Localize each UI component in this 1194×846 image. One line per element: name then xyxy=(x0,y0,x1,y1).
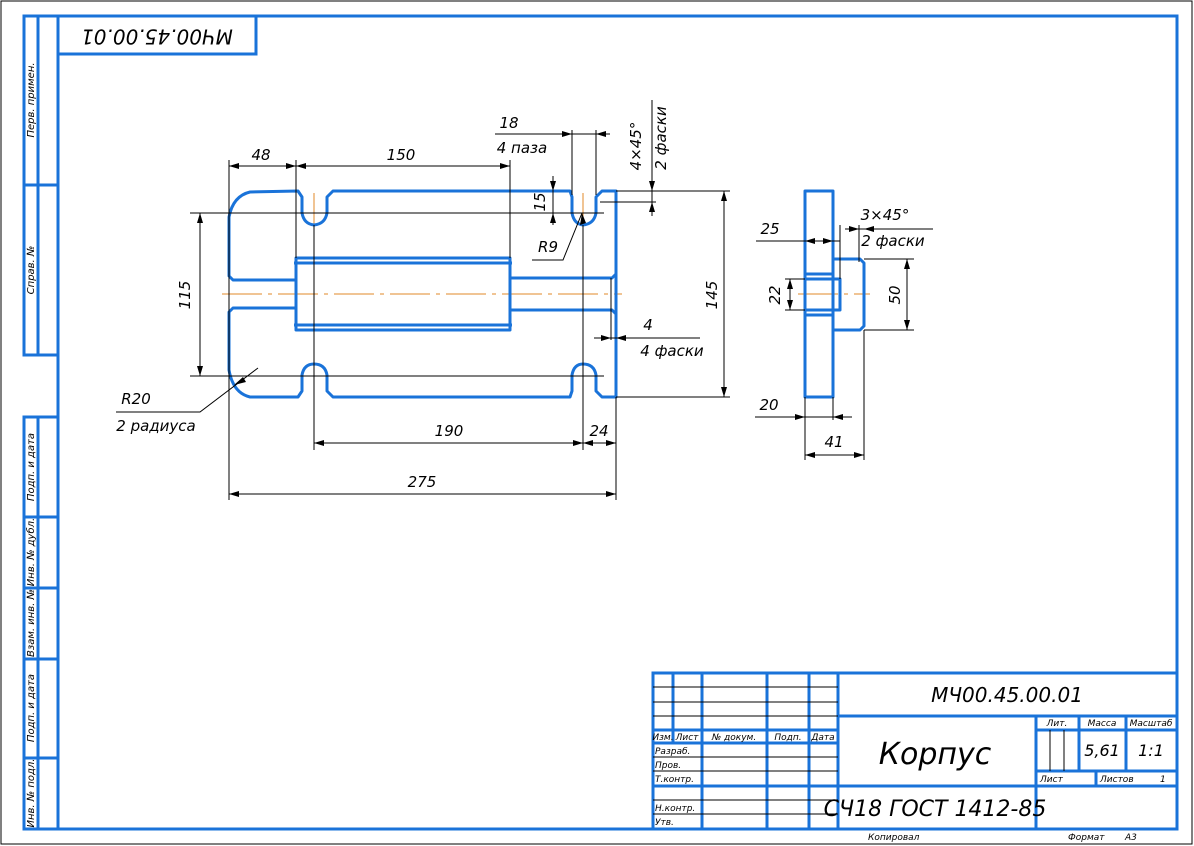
side-dim-chamfer-count: 2 фаски xyxy=(861,232,925,250)
side-label-ref-no: Справ. № xyxy=(26,246,37,295)
tb-format-label: Формат xyxy=(1068,833,1105,843)
tb-role-approved: Утв. xyxy=(655,818,674,828)
tb-header-change: Изм. xyxy=(652,733,673,743)
boss-outline xyxy=(294,256,512,332)
dim-15: 15 xyxy=(531,192,549,211)
dim-150: 150 xyxy=(387,146,416,164)
tb-header-sign: Подп. xyxy=(774,733,801,743)
side-dim-25: 25 xyxy=(760,220,779,238)
tb-material: СЧ18 ГОСТ 1412-85 xyxy=(824,797,1047,822)
title-block: Изм. Лист № докум. Подп. Дата Разраб. Пр… xyxy=(651,671,1179,843)
tb-role-norm-control: Н.контр. xyxy=(655,804,695,814)
dim-18: 18 xyxy=(499,114,518,132)
top-flange-outline xyxy=(227,189,618,399)
drawing-frame xyxy=(56,14,1179,831)
dim-radii-count: 2 радиуса xyxy=(116,417,195,435)
tb-sheets-value: 1 xyxy=(1160,775,1166,785)
dim-24: 24 xyxy=(589,422,608,440)
dim-115: 115 xyxy=(176,281,194,310)
tb-sheet-label: Лист xyxy=(1039,775,1064,785)
side-strip-top: Перв. примен. Справ. № xyxy=(22,14,60,357)
dim-48: 48 xyxy=(251,146,270,164)
side-dim-41: 41 xyxy=(824,433,843,451)
tb-role-developer: Разраб. xyxy=(655,747,690,757)
rotated-designation: МЧ00.45.00.01 xyxy=(81,25,233,49)
side-strip-bottom: Подп. и дата Инв. № дубл. Взам. инв. № П… xyxy=(22,415,60,831)
tb-header-sheet: Лист xyxy=(675,733,700,743)
side-plate-outline xyxy=(803,189,835,399)
dim-145: 145 xyxy=(703,281,721,310)
tb-copied-label: Копировал xyxy=(868,833,920,843)
tb-mass-label: Масса xyxy=(1088,719,1117,729)
dim-chamfer-top: 4×45° xyxy=(627,122,645,171)
tb-mass-value: 5,61 xyxy=(1084,741,1120,760)
side-label-sign-date-1: Подп. и дата xyxy=(26,433,37,501)
dim-chamfer-side-count: 4 фаски xyxy=(640,342,704,360)
dim-r9: R9 xyxy=(538,238,558,256)
tb-header-date: Дата xyxy=(810,733,834,743)
dim-chamfer-top-count: 2 фаски xyxy=(652,106,670,170)
side-label-sign-date-2: Подп. и дата xyxy=(26,674,37,742)
tb-scale-label: Масштаб xyxy=(1130,719,1173,729)
side-dim-22: 22 xyxy=(766,285,784,304)
tb-part-name: Корпус xyxy=(879,737,992,772)
dim-slots-note: 4 паза xyxy=(497,139,547,157)
side-dim-50: 50 xyxy=(886,285,904,304)
side-dim-20: 20 xyxy=(759,396,778,414)
dim-r20: R20 xyxy=(121,390,151,408)
side-label-orig-inv: Инв. № подл. xyxy=(26,759,37,828)
tb-scale-value: 1:1 xyxy=(1138,741,1164,760)
tb-header-doc-no: № докум. xyxy=(711,733,756,743)
tb-role-checker: Пров. xyxy=(655,761,681,771)
dim-190: 190 xyxy=(435,422,464,440)
side-dim-chamfer: 3×45° xyxy=(861,206,910,224)
tb-sheets-label: Листов xyxy=(1099,775,1134,785)
tb-format-value: A3 xyxy=(1124,833,1137,843)
side-label-replace-inv: Взам. инв. № xyxy=(26,589,37,657)
tb-lit-label: Лит. xyxy=(1046,719,1068,729)
side-label-first-use: Перв. примен. xyxy=(26,62,37,137)
dim-4: 4 xyxy=(643,316,653,334)
tb-designation: МЧ00.45.00.01 xyxy=(931,683,1083,707)
front-view: 48 150 18 4 паза 4×45° 2 фаски 15 R9 115… xyxy=(116,100,730,500)
side-view: 25 3×45° 2 фаски 22 50 20 41 xyxy=(755,189,933,460)
side-label-dup-inv: Инв. № дубл. xyxy=(25,518,37,586)
dim-275: 275 xyxy=(408,473,437,491)
tb-role-tech-control: Т.контр. xyxy=(655,775,694,785)
